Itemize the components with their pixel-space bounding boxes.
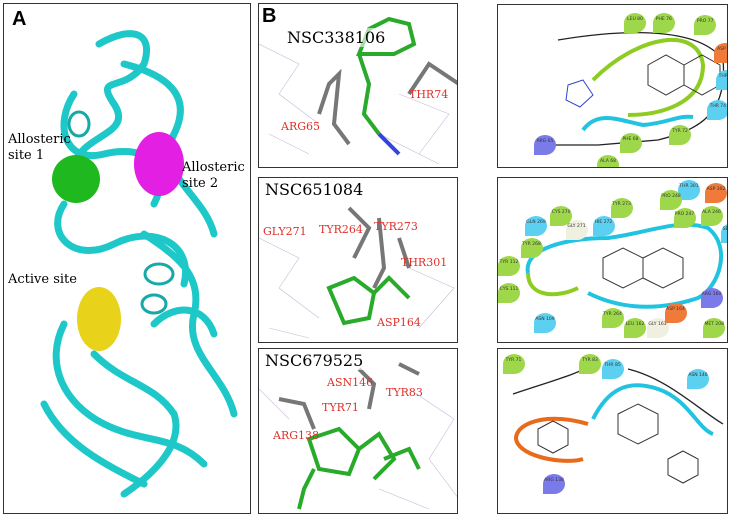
panel-b-label: B bbox=[262, 5, 277, 27]
residue-node: TYR 268 bbox=[520, 238, 543, 258]
compound-name: NSC338106 bbox=[287, 28, 386, 47]
ligand-interaction-2d bbox=[525, 222, 724, 309]
compound-name: NSC679525 bbox=[265, 351, 364, 370]
residue-node: TYR 71 bbox=[502, 354, 525, 374]
complex-3d-nsc651084: NSC651084 GLY271 TYR264 TYR273 THR301 AS… bbox=[258, 177, 458, 343]
residue-node: HIE 272 bbox=[592, 216, 615, 236]
residue-node: CYS 111 bbox=[498, 283, 520, 303]
residue-node: MET 208 bbox=[703, 318, 726, 338]
panel-a-label: A bbox=[12, 8, 27, 30]
residue-node: LEU 162 bbox=[624, 318, 646, 338]
residue-label: THR301 bbox=[401, 256, 448, 269]
residue-node: THR 75 bbox=[715, 70, 727, 90]
allosteric-site-2-surface bbox=[134, 132, 184, 196]
residue-node: ARG 160 bbox=[700, 288, 723, 308]
protein-cartoon bbox=[40, 30, 238, 498]
panel-a-protein-structure: A Allosteric site 1 Allosteric site 2 Ac… bbox=[3, 3, 251, 514]
allosteric-site-2-label: Allosteric site 2 bbox=[182, 160, 245, 191]
residue-node: THR 85 bbox=[601, 359, 624, 379]
residue-label: TYR264 bbox=[319, 223, 363, 236]
residue-node: THR 301 bbox=[678, 180, 700, 200]
complex-3d-nsc338106: NSC338106 ARG65 THR74 bbox=[258, 3, 458, 168]
residue-node: PRO 248 bbox=[660, 190, 682, 210]
residue-node: PHE 68 bbox=[619, 133, 642, 153]
residue-node: ASP 78 bbox=[714, 43, 727, 63]
ligand-interaction-2d bbox=[512, 363, 724, 484]
docking-pose bbox=[259, 206, 455, 339]
interaction-diagram-nsc338106: LEU 80 PHE 76 PRO 77 ASP 78 THR 75 THR 74 TYR … bbox=[497, 4, 728, 168]
residue-node: GLY 163 bbox=[646, 318, 669, 338]
residue-node: ARG 138 bbox=[543, 474, 565, 494]
residue-node: ASN 109 bbox=[534, 313, 556, 333]
residue-node: TYR 264 bbox=[601, 308, 624, 328]
residue-node: ALA 246 bbox=[700, 206, 723, 226]
residue-node: ASP 302 bbox=[705, 183, 727, 203]
residue-node: ALA 68 bbox=[597, 155, 619, 167]
docking-pose bbox=[259, 362, 457, 510]
residue-label: THR74 bbox=[409, 88, 449, 101]
residue-node: CYS 270 bbox=[550, 206, 573, 226]
residue-label: ASN146 bbox=[327, 376, 374, 389]
active-site-label: Active site bbox=[8, 272, 77, 287]
residue-label: ARG138 bbox=[273, 429, 320, 442]
residue-label: TYR83 bbox=[386, 386, 423, 399]
residue-node: THR 74 bbox=[706, 100, 727, 120]
residue-node: PRO 247 bbox=[673, 208, 696, 228]
complex-3d-nsc679525: NSC679525 ASN146 TYR83 TYR71 ARG138 bbox=[258, 348, 458, 514]
residue-node: TYR 112 bbox=[498, 256, 520, 276]
residue-node: PRO 77 bbox=[694, 15, 717, 35]
residue-label: TYR273 bbox=[374, 220, 418, 233]
allosteric-site-1-label: Allosteric site 1 bbox=[8, 132, 71, 163]
residue-node: ASN 146 bbox=[687, 369, 709, 389]
residue-node: ASP 164 bbox=[664, 303, 687, 323]
active-site-surface bbox=[77, 287, 121, 351]
residue-node: TYR 273 bbox=[610, 198, 633, 218]
residue-label: TYR71 bbox=[322, 401, 359, 414]
residue-node: PHE 76 bbox=[652, 13, 675, 33]
residue-label: GLY271 bbox=[263, 225, 307, 238]
residue-node: TYR 72 bbox=[669, 125, 691, 145]
residue-label: ARG65 bbox=[281, 120, 321, 133]
residue-node: SER 245 bbox=[721, 223, 727, 243]
residue-node: GLY 271 bbox=[565, 220, 588, 240]
residue-node: ARG 65 bbox=[534, 135, 556, 155]
allosteric-site-1-surface bbox=[52, 155, 100, 203]
residue-node: TYR 83 bbox=[579, 354, 601, 374]
residue-node: LEU 80 bbox=[624, 13, 646, 33]
compound-name: NSC651084 bbox=[265, 180, 364, 199]
residue-label: ASP164 bbox=[377, 316, 421, 329]
residue-node: GLN 269 bbox=[525, 216, 547, 236]
